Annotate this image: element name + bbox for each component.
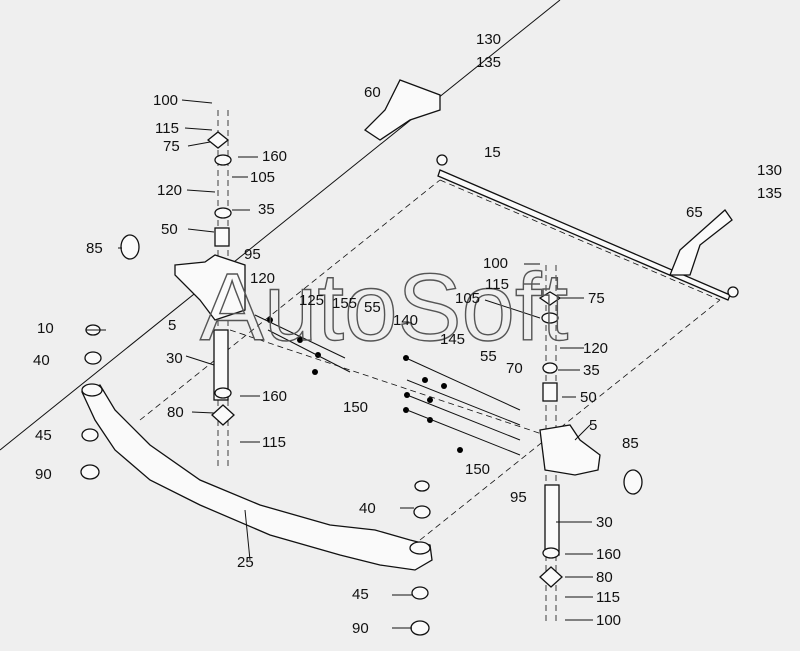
assembly-guide-lines: [139, 179, 721, 541]
callout: 5: [168, 317, 176, 334]
callout: 100: [153, 92, 178, 109]
callout: 85: [86, 240, 103, 257]
pins-and-nuts: [254, 314, 521, 456]
axle-beam-eye-left: [81, 383, 103, 397]
callout: 135: [476, 54, 501, 71]
callout: 85: [622, 435, 639, 452]
callout: 145: [440, 331, 465, 348]
guide-line: [0, 0, 561, 451]
callout: 125: [299, 292, 324, 309]
callout: 75: [163, 138, 180, 155]
callout-labels: 130 135 60 15 130 135 65 100 115 75 160 …: [33, 31, 782, 637]
callout: 30: [166, 350, 183, 367]
callout: 150: [343, 399, 368, 416]
tie-rod-end-right: [727, 286, 739, 298]
callout: 105: [250, 169, 275, 186]
callout: 160: [262, 148, 287, 165]
callout: 65: [686, 204, 703, 221]
callout: 30: [596, 514, 613, 531]
callout: 95: [244, 246, 261, 263]
callout: 100: [596, 612, 621, 629]
callout: 160: [596, 546, 621, 563]
callout: 120: [250, 270, 275, 287]
callout: 45: [35, 427, 52, 444]
callout: 120: [583, 340, 608, 357]
callout: 160: [262, 388, 287, 405]
axle-beam: [81, 384, 433, 571]
seal-85-right: [623, 469, 643, 495]
kingpin-right: [544, 484, 560, 556]
callout: 95: [510, 489, 527, 506]
steering-arm-65: [669, 209, 733, 276]
callout: 115: [262, 434, 286, 451]
callout: 55: [364, 299, 381, 316]
callout: 55: [480, 348, 497, 365]
callout: 40: [33, 352, 50, 369]
callout: 150: [465, 461, 490, 478]
callout: 90: [35, 466, 52, 483]
callout: 130: [757, 162, 782, 179]
callout: 50: [580, 389, 597, 406]
steering-arm-60: [363, 79, 441, 141]
callout: 100: [483, 255, 508, 272]
callout: 140: [393, 312, 418, 329]
callout: 105: [455, 290, 480, 307]
tie-rod-end-left: [436, 154, 448, 166]
callout: 155: [332, 295, 357, 312]
seal-85-left: [120, 234, 140, 260]
callout: 115: [596, 589, 620, 606]
callout: 70: [506, 360, 523, 377]
washers: [80, 131, 563, 636]
steering-knuckle-right: [539, 424, 601, 476]
callout: 35: [258, 201, 275, 218]
steering-knuckle-left: [174, 254, 246, 321]
callout: 40: [359, 500, 376, 517]
watermark: AutoSoft: [200, 254, 568, 361]
callout: 35: [583, 362, 600, 379]
callout: 130: [476, 31, 501, 48]
callout: 115: [155, 120, 179, 137]
callout: 80: [167, 404, 184, 421]
callout: 60: [364, 84, 381, 101]
tie-rod: [437, 169, 731, 301]
callout: 25: [237, 554, 254, 571]
callout: 50: [161, 221, 178, 238]
callout: 120: [157, 182, 182, 199]
callout: 115: [485, 276, 509, 293]
callout: 10: [37, 320, 54, 337]
callout: 15: [484, 144, 501, 161]
callout: 45: [352, 586, 369, 603]
callout: 80: [596, 569, 613, 586]
callout: 135: [757, 185, 782, 202]
callout: 75: [588, 290, 605, 307]
axle-beam-eye-right: [409, 541, 431, 555]
callout: 5: [589, 417, 597, 434]
callout: 90: [352, 620, 369, 637]
